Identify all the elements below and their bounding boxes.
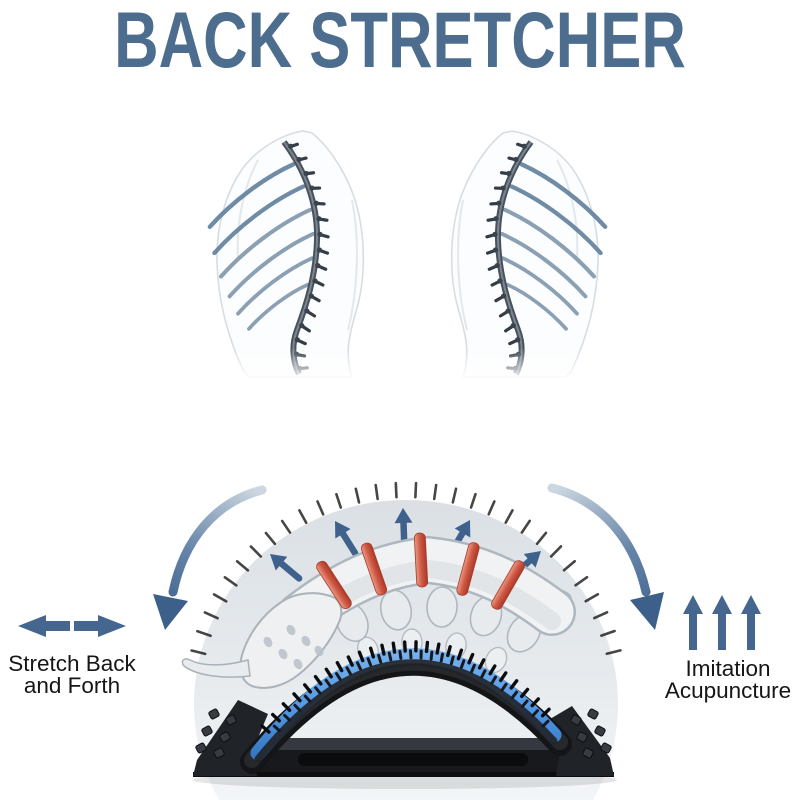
sacrum [239, 592, 343, 689]
stretch-label: Stretch Back and Forth [2, 651, 142, 698]
acupuncture-label-line1: Imitation [685, 656, 771, 681]
acupuncture-label-line2: Acupuncture [664, 678, 792, 703]
torso-fade [0, 348, 800, 382]
curved-arrow-left-icon [153, 485, 267, 630]
double-horizontal-arrow-icon [18, 615, 126, 637]
sacral-foramina [263, 624, 324, 670]
lumbar-spine-illustration [181, 532, 576, 689]
spine-ribcage-right-illustration [452, 131, 605, 377]
stretch-annotation: Stretch Back and Forth [2, 614, 142, 697]
page-title: BACK STRETCHER [114, 0, 686, 84]
spine-ribcage-left-illustration [207, 130, 365, 378]
tailbone [181, 658, 251, 678]
ratchet-teeth-right [570, 708, 612, 759]
ribcage [207, 162, 315, 331]
stretch-label-line2: and Forth [23, 673, 121, 698]
acupressure-spikes [260, 640, 551, 734]
curved-arrow-right-icon [547, 483, 664, 630]
acupuncture-annotation: Imitation Acupuncture [658, 594, 798, 702]
triple-up-arrow-icon [683, 595, 761, 650]
dial-tick-marks [190, 481, 622, 656]
stretch-label-line1: Stretch Back [8, 651, 136, 676]
spinal-discs [316, 532, 525, 610]
acupuncture-label: Imitation Acupuncture [658, 656, 798, 703]
back-stretcher-device [193, 640, 617, 789]
ratchet-teeth-left [195, 708, 237, 759]
